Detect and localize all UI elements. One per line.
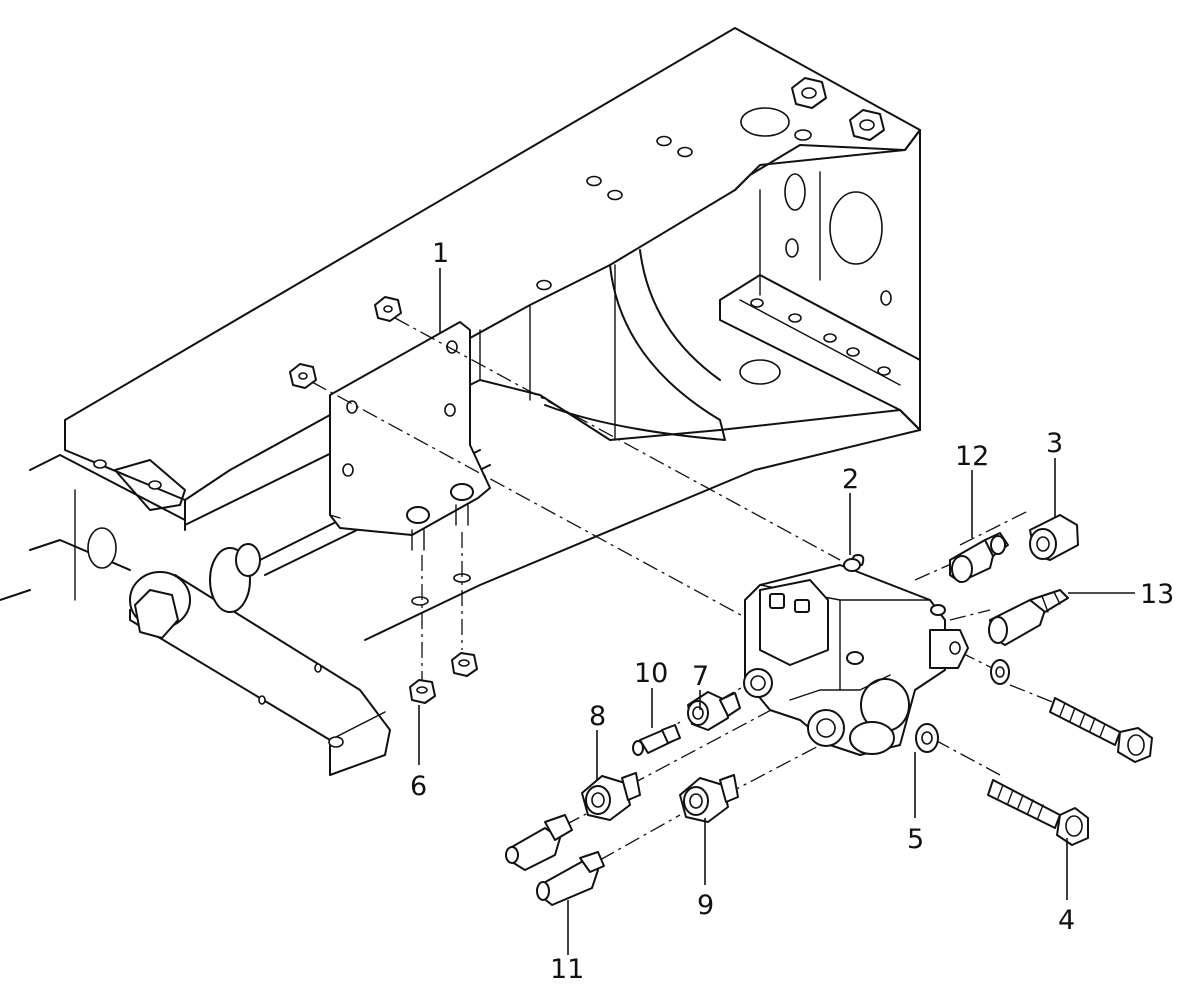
- fitting-7: [687, 691, 741, 731]
- fitting-13: [988, 589, 1069, 646]
- valve-body: [743, 554, 969, 756]
- fitting-11: [536, 851, 605, 906]
- fitting-12: [949, 532, 1009, 583]
- chassis-frame: [0, 27, 921, 776]
- callout-7: 7: [692, 661, 709, 692]
- callout-4: 4: [1058, 905, 1075, 936]
- callout-12: 12: [955, 441, 989, 472]
- leader-lines: [418, 268, 1135, 955]
- fitting-10: [632, 724, 681, 756]
- callout-1: 1: [432, 238, 449, 269]
- callout-2: 2: [842, 464, 859, 495]
- callout-6: 6: [410, 771, 427, 802]
- callout-13: 13: [1140, 579, 1174, 610]
- callout-11: 11: [550, 954, 584, 985]
- callout-8: 8: [589, 701, 606, 732]
- bracket-nut-lower: [409, 652, 478, 704]
- callout-labels: 1 2 3 4 5 6 7 8 9 10 11 12 13: [410, 238, 1174, 985]
- callout-3: 3: [1046, 428, 1063, 459]
- fitting-3: [1029, 514, 1079, 561]
- bolt-upper: [1049, 697, 1153, 763]
- fitting-9: [679, 774, 739, 823]
- fitting-8: [581, 772, 641, 821]
- callout-5: 5: [907, 824, 924, 855]
- bolt-lower: [987, 779, 1089, 846]
- callout-9: 9: [697, 890, 714, 921]
- bracket-nut-upper: [289, 296, 402, 389]
- callout-10: 10: [634, 658, 668, 689]
- fitting-8-spigot: [505, 814, 573, 871]
- washer-lower: [915, 723, 939, 753]
- mounting-bracket: [329, 321, 491, 583]
- washer-upper: [990, 659, 1010, 685]
